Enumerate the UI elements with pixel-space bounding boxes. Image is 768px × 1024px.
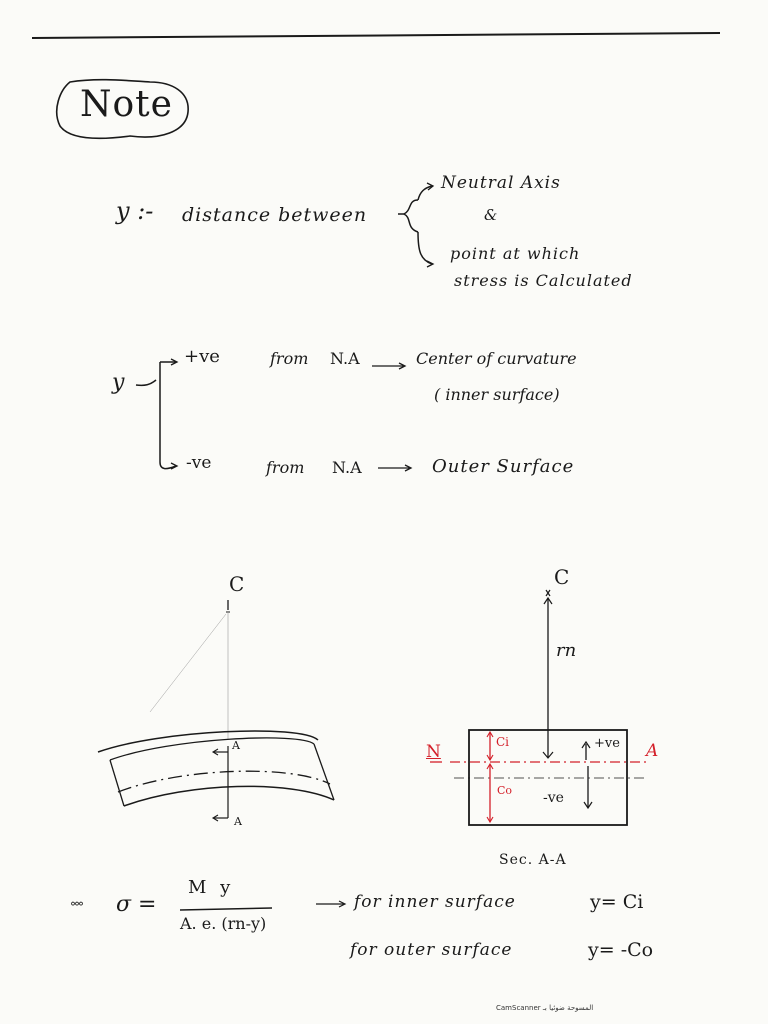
outer-surface-value: y= -Co <box>588 939 654 961</box>
pos-label: +ve <box>594 736 620 751</box>
neg-label: -ve <box>543 790 564 806</box>
sigma-equals: σ = <box>116 892 157 917</box>
negative-target: Outer Surface <box>432 456 575 477</box>
note-title: Note <box>80 84 173 125</box>
left-section-label-top: A <box>232 739 240 752</box>
positive-target: Center of curvature <box>416 349 577 368</box>
section-caption: Sec. A-A <box>499 852 567 868</box>
negative-ref: N.A <box>332 458 362 477</box>
branch-point-line1: point at which <box>450 244 581 263</box>
co-label: Co <box>497 784 513 797</box>
left-center-label: C <box>229 572 245 596</box>
positive-ref: N.A <box>330 349 360 368</box>
sign-y-symbol: y <box>112 370 125 395</box>
ci-label: Ci <box>496 735 510 749</box>
positive-from: from <box>270 349 309 368</box>
negative-from: from <box>266 458 305 477</box>
branch-neutral-axis: Neutral Axis <box>441 173 561 193</box>
y-symbol: y :- <box>116 197 154 225</box>
radius-label: rn <box>556 640 577 661</box>
inner-surface-value: y= Ci <box>590 891 644 913</box>
left-section-label-bottom: A <box>234 815 242 828</box>
right-center-label: C <box>554 565 570 589</box>
formula-denominator: A. e. (rn-y) <box>180 914 267 933</box>
definition-text: distance between <box>182 204 368 226</box>
a-label: A <box>646 741 659 761</box>
n-label: N <box>426 742 441 762</box>
negative-sign: -ve <box>186 453 212 473</box>
scanner-footer: CamScanner المسوحة ضوئيا بـ <box>496 1004 594 1012</box>
outer-surface-case: for outer surface <box>350 940 513 960</box>
positive-detail: ( inner surface) <box>434 385 560 404</box>
inner-surface-case: for inner surface <box>354 892 516 912</box>
positive-sign: +ve <box>184 346 220 367</box>
formula-numerator: M y <box>188 877 235 898</box>
branch-point-line2: stress is Calculated <box>454 271 633 290</box>
branch-and: & <box>484 206 498 224</box>
therefore-symbol: °°° <box>70 900 84 914</box>
